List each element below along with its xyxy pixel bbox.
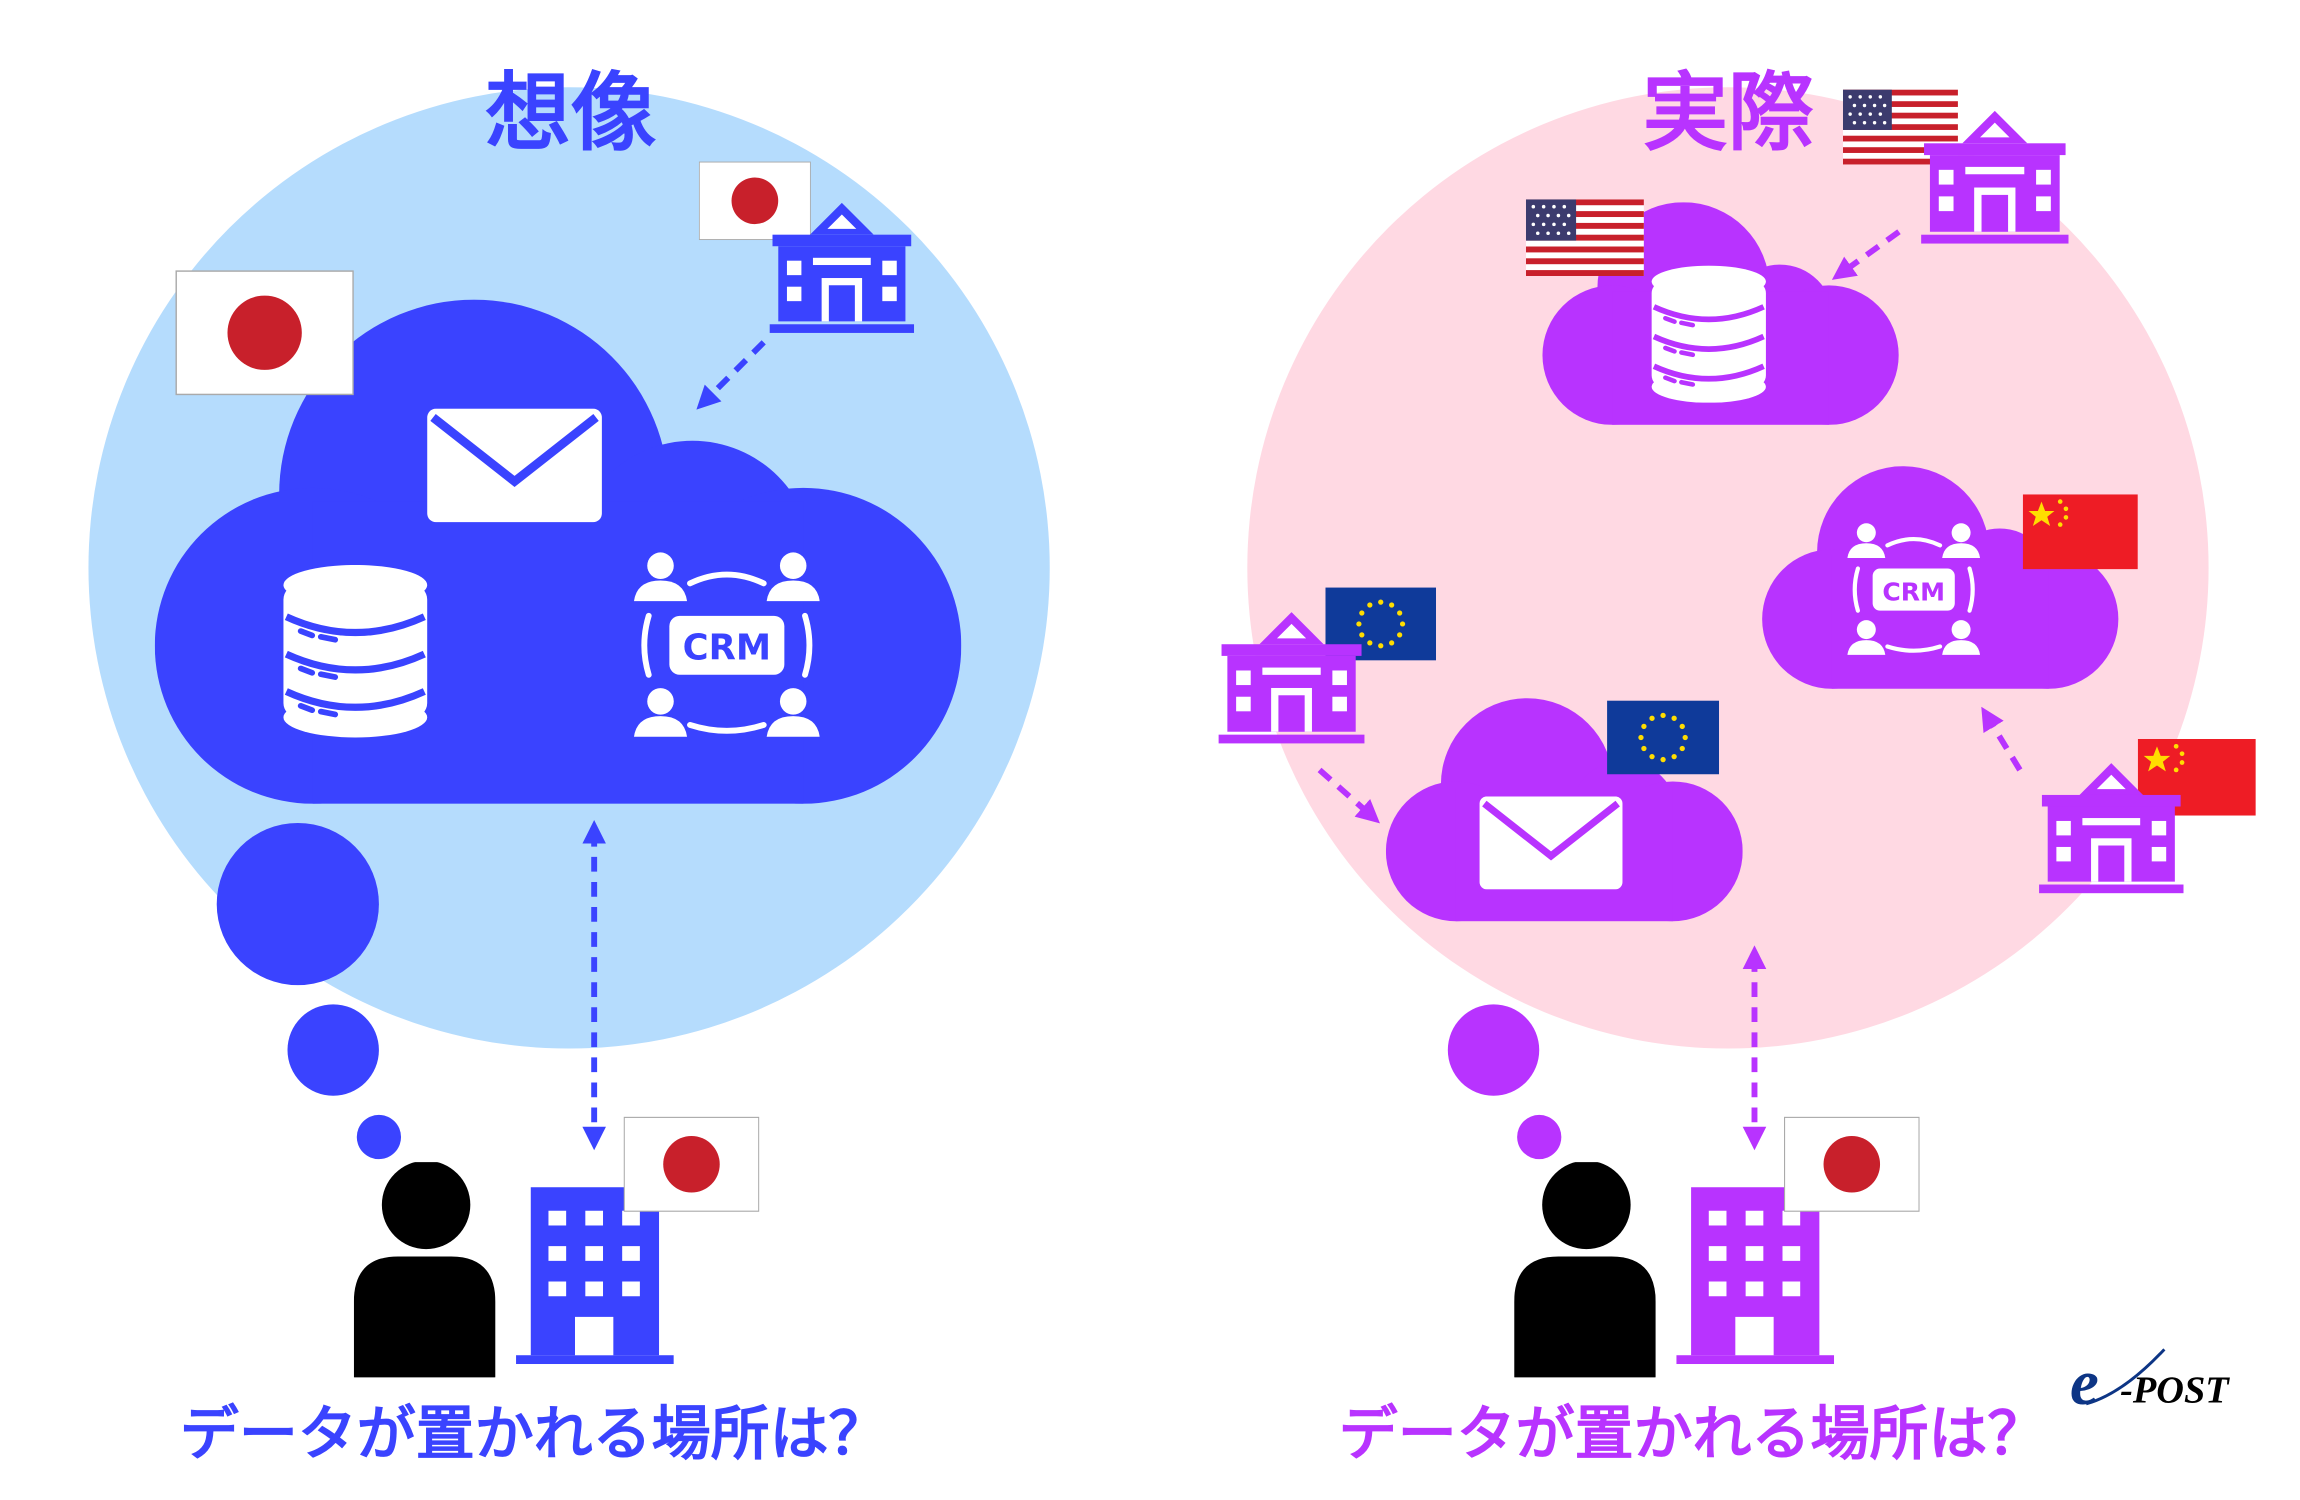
envelope-icon (1479, 796, 1623, 890)
crm-label: CRM (1882, 577, 1945, 606)
crm-label: CRM (683, 627, 771, 668)
dashed-arrow (1831, 229, 1901, 280)
epost-logo: e -POST (2070, 1347, 2230, 1419)
person-icon (1514, 1162, 1656, 1378)
flag-japan-icon (1783, 1116, 1920, 1212)
thought-bubble (287, 1004, 379, 1096)
office-building-icon (516, 1187, 674, 1365)
flag-usa-icon (1525, 199, 1644, 276)
imagination-panel: 想像 CRM データが置かれる場所は？ (88, 64, 1050, 1468)
person-icon (353, 1162, 496, 1378)
envelope-icon (427, 408, 602, 523)
logo-text: -POST (2120, 1369, 2230, 1411)
database-icon (1651, 265, 1766, 403)
logo-e: e (2070, 1347, 2099, 1419)
thought-bubble (216, 822, 379, 986)
dashed-arrow (1317, 767, 1380, 824)
imagination-caption: データが置かれる場所は？ (180, 1399, 888, 1468)
flag-eu-icon (1607, 700, 1720, 775)
thought-bubble (1447, 1004, 1540, 1096)
flag-china-icon (2022, 494, 2138, 570)
reality-panel: 実際 CRM データが置かれる場所は？ (1218, 64, 2256, 1468)
logo-swoosh (2085, 1348, 2166, 1406)
thought-bubble (1517, 1114, 1562, 1160)
database-icon (283, 564, 428, 738)
thought-bubble (356, 1114, 402, 1160)
dashed-arrow (696, 340, 766, 410)
flag-japan-icon (698, 161, 811, 241)
imagination-title: 想像 (485, 64, 657, 163)
office-building-icon (1676, 1187, 1835, 1365)
dashed-arrow (1981, 706, 2023, 772)
flag-japan-icon (623, 1116, 760, 1212)
reality-title: 実際 (1642, 64, 1814, 163)
flag-japan-icon (175, 270, 354, 396)
reality-caption: データが置かれる場所は？ (1339, 1399, 2047, 1468)
